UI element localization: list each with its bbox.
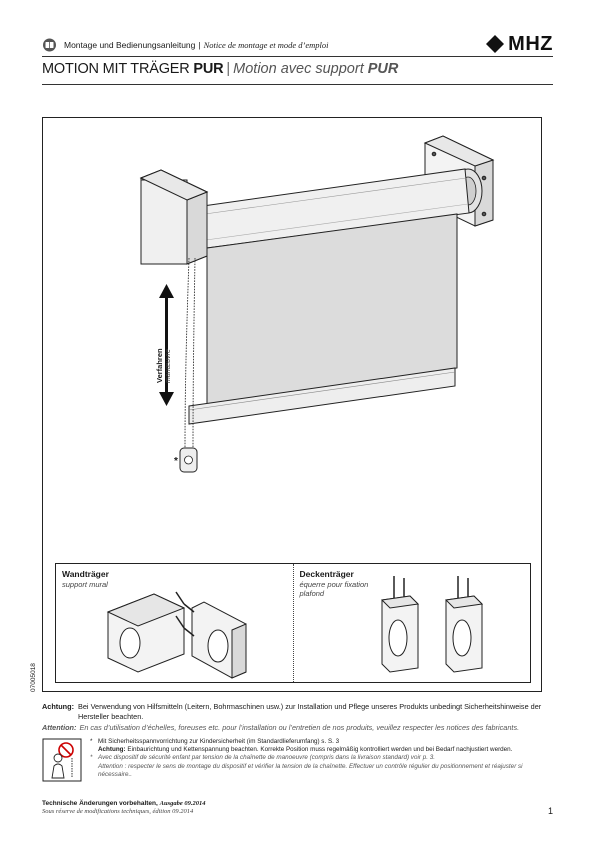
operation-label-fr: manœuvre [165, 349, 172, 383]
child-safety-icon [42, 738, 82, 782]
roller-blind-illustration [139, 135, 495, 473]
safety-bullet: * [90, 738, 93, 745]
ceiling-bracket-subtitle: équerre pour fixation plafond [299, 580, 369, 598]
ceiling-bracket-illustration [380, 576, 483, 673]
operation-arrow [159, 284, 174, 406]
safety-marker: * [174, 456, 178, 467]
page-number: 1 [547, 806, 553, 816]
warning-label-de: Achtung: [42, 702, 75, 711]
title-fr-bold: PUR [367, 61, 399, 77]
safety-items: * Mit Sicherheitsspannvorrichtung zur Ki… [90, 738, 554, 779]
brand-logo-text: MHZ [508, 32, 553, 55]
title-fr: Motion avec support PUR [233, 61, 398, 77]
title-separator: | [226, 61, 231, 77]
doc-type-separator: | [198, 40, 201, 50]
bracket-options: Wandträger support mural Deckenträge [55, 563, 531, 683]
page-footer: Technische Änderungen vorbehalten, Ausga… [42, 800, 206, 816]
manual-book-icon [43, 38, 56, 52]
safety-body-de: Mit Sicherheitsspannvorrichtung zur Kind… [98, 738, 512, 754]
wall-bracket-panel: Wandträger support mural [56, 564, 293, 682]
warning-fr: Attention: En cas d’utilisation d’échell… [42, 723, 552, 733]
title-de-bold: PUR [193, 61, 224, 77]
footer-edition: Ausgabe 09.2014 [159, 800, 206, 807]
safety-line-fr-2: Attention : respecter le sens de montage… [98, 762, 523, 778]
document-code: 07005018 [30, 663, 37, 692]
doc-type-fr: Notice de montage et mode d’emploi [203, 40, 329, 50]
warning-text-fr: En cas d’utilisation d’échelles, foreuse… [79, 723, 520, 732]
left-bracket [139, 169, 209, 265]
title-de: MOTION MIT TRÄGER PUR [42, 61, 224, 77]
operating-chain [184, 257, 196, 449]
operation-label-de: Verfahren [155, 348, 164, 383]
safety-bullet: * [90, 754, 93, 762]
document-type: Montage und Bedienungsanleitung|Notice d… [64, 40, 328, 50]
general-warning: Achtung: Bei Verwendung von Hilfsmitteln… [42, 702, 552, 733]
wall-bracket-illustration [106, 591, 247, 679]
brand-logo: MHZ [486, 32, 553, 56]
footer-de: Technische Änderungen vorbehalten, Ausga… [42, 800, 206, 808]
footer-de-text: Technische Änderungen vorbehalten, [42, 800, 158, 807]
wall-bracket-subtitle: support mural [62, 580, 108, 589]
header-rule [42, 56, 553, 57]
page-title: MOTION MIT TRÄGER PUR|Motion avec suppor… [42, 61, 398, 77]
safety-label-de: Achtung: [98, 746, 126, 754]
safety-item-de: * Mit Sicherheitsspannvorrichtung zur Ki… [90, 738, 554, 754]
title-rule [42, 84, 553, 85]
ceiling-bracket-panel: Deckenträger équerre pour fixation plafo… [292, 564, 531, 682]
warning-de: Achtung: Bei Verwendung von Hilfsmitteln… [42, 702, 552, 721]
ceiling-bracket-title: Deckenträger [299, 569, 354, 579]
safety-body-fr: Avec dispositif de sécurité enfant par t… [98, 754, 554, 779]
safety-text-de: Einbaurichtung und Kettenspannung beacht… [127, 746, 513, 754]
diamond-icon [486, 35, 505, 53]
safety-line-de-1: Mit Sicherheitsspannvorrichtung zur Kind… [98, 738, 340, 745]
warning-text-de: Bei Verwendung von Hilfsmitteln (Leitern… [78, 702, 542, 721]
title-de-text: MOTION MIT TRÄGER [42, 61, 190, 77]
footer-fr: Sous réserve de modifications techniques… [42, 808, 194, 815]
child-safety-notice: * Mit Sicherheitsspannvorrichtung zur Ki… [42, 738, 554, 788]
warning-label-fr: Attention: [42, 723, 77, 732]
safety-line-fr-1: Avec dispositif de sécurité enfant par t… [98, 754, 435, 762]
title-fr-text: Motion avec support [233, 61, 364, 77]
installation-figure: Verfahren manœuvre * Wandträger support … [42, 117, 542, 692]
safety-item-fr: * Avec dispositif de sécurité enfant par… [90, 754, 554, 779]
safety-line-de-2: Achtung: Einbaurichtung und Kettenspannu… [98, 746, 512, 754]
document-header: Montage und Bedienungsanleitung|Notice d… [42, 33, 553, 56]
wall-bracket-title: Wandträger [62, 569, 109, 579]
doc-type-de: Montage und Bedienungsanleitung [64, 40, 196, 50]
